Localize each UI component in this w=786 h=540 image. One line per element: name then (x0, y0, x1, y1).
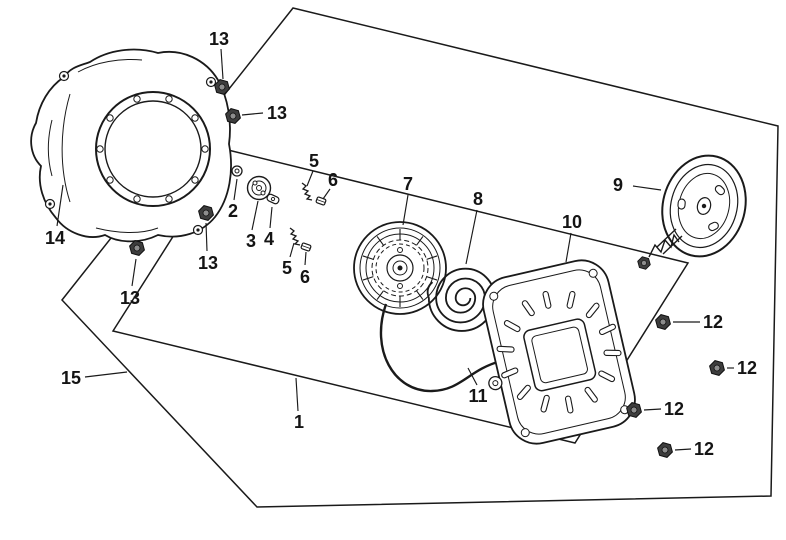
leader-6-b (304, 251, 307, 266)
callout-13-c: 13 (198, 253, 218, 273)
starter-housing-drawing (482, 259, 636, 445)
leader-5-b (289, 242, 295, 258)
leader-13-a (220, 48, 224, 80)
leader-4 (269, 206, 273, 229)
leader-2 (233, 178, 238, 201)
leader-12-c (643, 408, 662, 411)
pawl-drawing (266, 193, 280, 205)
pawl-spring-a (301, 182, 313, 201)
leader-15 (84, 371, 128, 378)
starter-reel-drawing (353, 221, 447, 315)
pawl-spring-b (289, 227, 301, 246)
callout-13-b: 13 (267, 103, 287, 123)
callout-10: 10 (562, 212, 582, 232)
leader-8 (465, 209, 478, 265)
leader-10 (565, 232, 572, 263)
fan-cover-bolt-holes (96, 95, 209, 203)
reel-slots (362, 229, 438, 307)
callout-2: 2 (228, 201, 238, 221)
callout-5-a: 5 (309, 151, 319, 171)
callout-8: 8 (473, 189, 483, 209)
flange-nut-13-d (129, 240, 145, 256)
starter-cup-drawing (661, 154, 747, 258)
callout-3: 3 (246, 231, 256, 251)
flange-bolt-12-d (657, 442, 673, 458)
callout-7: 7 (403, 174, 413, 194)
callout-1: 1 (294, 412, 304, 432)
fan-cover-mount-ears (44, 70, 217, 236)
leader-9 (632, 185, 662, 191)
callout-labels: 13 13 13 13 14 15 2 3 4 5 6 5 6 7 8 10 9… (45, 29, 757, 459)
callout-13-a: 13 (209, 29, 229, 49)
outer-boundary (61, 7, 779, 508)
spiral-spring-drawing (426, 267, 496, 332)
callout-11: 11 (468, 386, 487, 406)
callout-6-b: 6 (300, 267, 310, 287)
spring-clip-b (300, 242, 312, 252)
leader-14 (56, 184, 64, 227)
leader-13-c (205, 222, 208, 252)
leader-5-a (306, 170, 314, 187)
leader-lines (56, 48, 734, 451)
callout-5-b: 5 (282, 258, 292, 278)
washer-drawing (231, 165, 243, 177)
starter-rope-drawing (379, 303, 502, 393)
callout-14: 14 (45, 228, 65, 248)
callout-9: 9 (613, 175, 623, 195)
leader-1 (295, 377, 299, 412)
cup-shaft-and-spring (637, 228, 683, 270)
flange-bolt-12-b (709, 360, 725, 376)
leader-12-d (674, 448, 692, 451)
spring-clip-a (315, 196, 327, 206)
leader-11 (467, 367, 478, 386)
callout-12-b: 12 (737, 358, 757, 378)
leader-6-a (322, 188, 331, 200)
leader-7 (402, 194, 409, 226)
starter-assembly-boundary (111, 149, 690, 444)
housing-vent-slots (496, 290, 622, 414)
callout-13-d: 13 (120, 288, 140, 308)
callout-15: 15 (61, 368, 81, 388)
leader-3 (251, 200, 259, 231)
callout-12-a: 12 (703, 312, 723, 332)
leader-13-b (241, 112, 264, 116)
leader-13-d (131, 258, 137, 287)
callout-12-c: 12 (664, 399, 684, 419)
friction-plate-drawing (246, 175, 272, 201)
callout-4: 4 (264, 229, 274, 249)
flange-bolt-12-a (655, 314, 671, 330)
callout-6-a: 6 (328, 170, 338, 190)
callout-12-d: 12 (694, 439, 714, 459)
fan-cover-drawing (30, 48, 232, 243)
